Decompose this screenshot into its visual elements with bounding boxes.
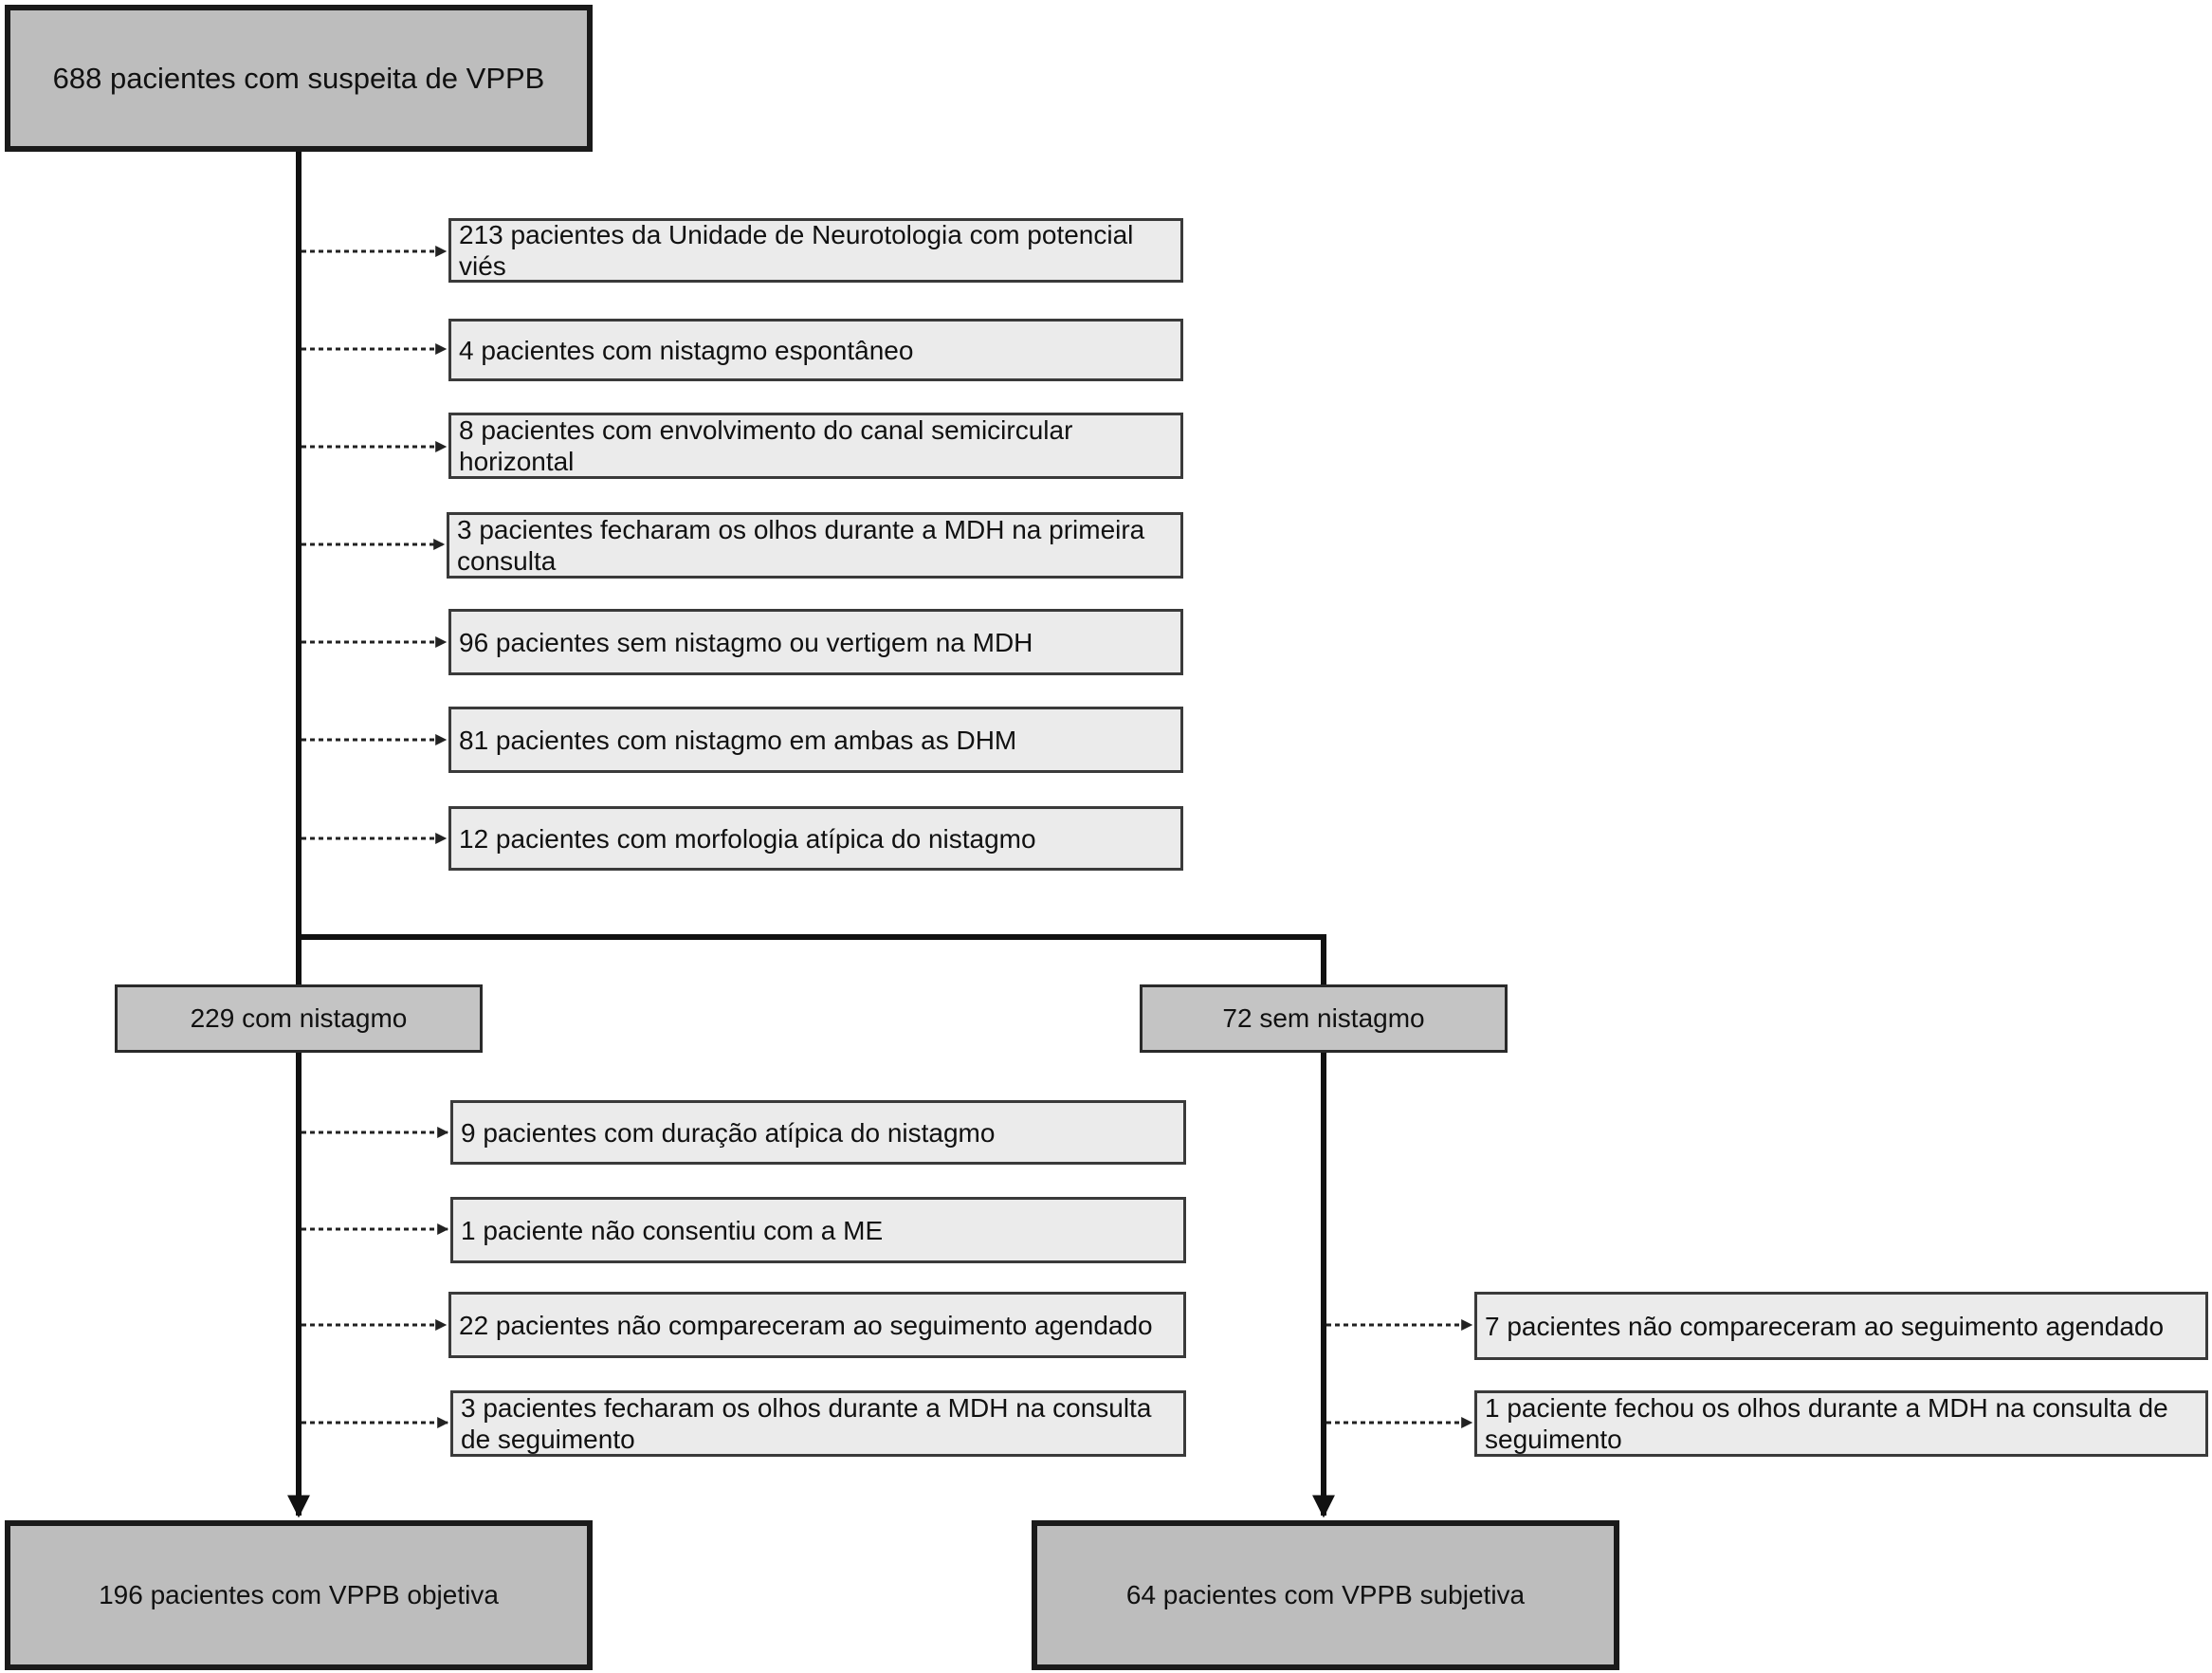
exclusion-arrows-left	[302, 1127, 449, 1428]
exclusion-arrows-main	[302, 246, 448, 844]
branch-left-label: 229 com nistagmo	[190, 1003, 408, 1033]
outcome-right-label: 64 pacientes com VPPB subjetiva	[1125, 1580, 1526, 1609]
exclusion-box: 96 pacientes sem nistagmo ou vertigem na…	[448, 609, 1183, 675]
exclusion-text: 1 paciente não consentiu com a ME	[461, 1215, 884, 1245]
branch-right-box: 72 sem nistagmo	[1140, 984, 1508, 1053]
outcome-right-box: 64 pacientes com VPPB subjetiva	[1032, 1520, 1619, 1670]
exclusion-text: 8 pacientes com envolvimento do canal se…	[459, 415, 1073, 476]
exclusion-box: 213 pacientes da Unidade de Neurotologia…	[448, 218, 1183, 283]
exclusion-box: 8 pacientes com envolvimento do canal se…	[448, 413, 1183, 479]
exclusion-text: 213 pacientes da Unidade de Neurotologia…	[459, 220, 1134, 281]
exclusion-text: 4 pacientes com nistagmo espontâneo	[459, 335, 914, 365]
exclusion-text: 96 pacientes sem nistagmo ou vertigem na…	[459, 627, 1033, 657]
exclusion-box: 1 paciente não consentiu com a ME	[450, 1197, 1186, 1263]
exclusion-box: 81 pacientes com nistagmo em ambas as DH…	[448, 707, 1183, 773]
exclusion-box: 4 pacientes com nistagmo espontâneo	[448, 319, 1183, 381]
branch-left-box: 229 com nistagmo	[115, 984, 483, 1053]
top-box-label: 688 pacientes com suspeita de VPPB	[52, 61, 545, 95]
exclusion-box: 3 pacientes fecharam os olhos durante a …	[447, 512, 1183, 579]
top-box: 688 pacientes com suspeita de VPPB	[5, 5, 593, 152]
exclusion-box: 1 paciente fechou os olhos durante a MDH…	[1474, 1390, 2208, 1457]
exclusion-text: 22 pacientes não compareceram ao seguime…	[459, 1310, 1153, 1340]
exclusion-arrows-right	[1326, 1319, 1473, 1428]
exclusion-box: 3 pacientes fecharam os olhos durante a …	[450, 1390, 1186, 1457]
exclusion-text: 7 pacientes não compareceram ao seguimen…	[1485, 1311, 2165, 1341]
branch-right-label: 72 sem nistagmo	[1222, 1003, 1425, 1033]
exclusion-box: 7 pacientes não compareceram ao seguimen…	[1474, 1292, 2208, 1360]
exclusion-box: 12 pacientes com morfologia atípica do n…	[448, 806, 1183, 871]
exclusion-text: 12 pacientes com morfologia atípica do n…	[459, 823, 1036, 854]
exclusion-box: 9 pacientes com duração atípica do nista…	[450, 1100, 1186, 1165]
exclusion-text: 3 pacientes fecharam os olhos durante a …	[457, 515, 1145, 576]
exclusion-text: 1 paciente fechou os olhos durante a MDH…	[1485, 1393, 2168, 1454]
exclusion-text: 9 pacientes com duração atípica do nista…	[461, 1117, 996, 1148]
exclusion-text: 3 pacientes fecharam os olhos durante a …	[461, 1393, 1152, 1454]
outcome-left-box: 196 pacientes com VPPB objetiva	[5, 1520, 593, 1670]
exclusion-text: 81 pacientes com nistagmo em ambas as DH…	[459, 725, 1017, 755]
outcome-left-label: 196 pacientes com VPPB objetiva	[99, 1580, 499, 1609]
exclusion-box: 22 pacientes não compareceram ao seguime…	[448, 1292, 1186, 1358]
